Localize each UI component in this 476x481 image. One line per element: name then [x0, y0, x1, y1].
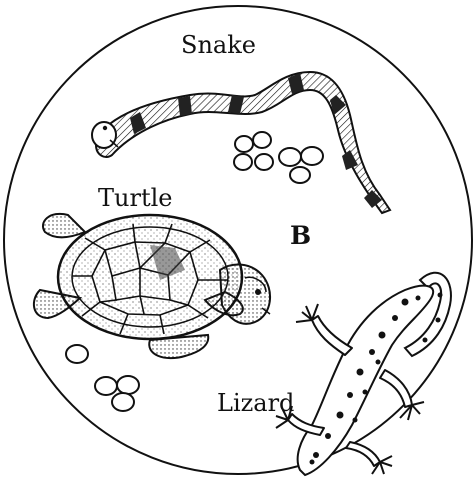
turtle-label: Turtle: [98, 186, 172, 210]
lizard-label: Lizard: [217, 391, 294, 415]
group-label: B: [290, 223, 311, 248]
snake-label: Snake: [181, 33, 256, 57]
